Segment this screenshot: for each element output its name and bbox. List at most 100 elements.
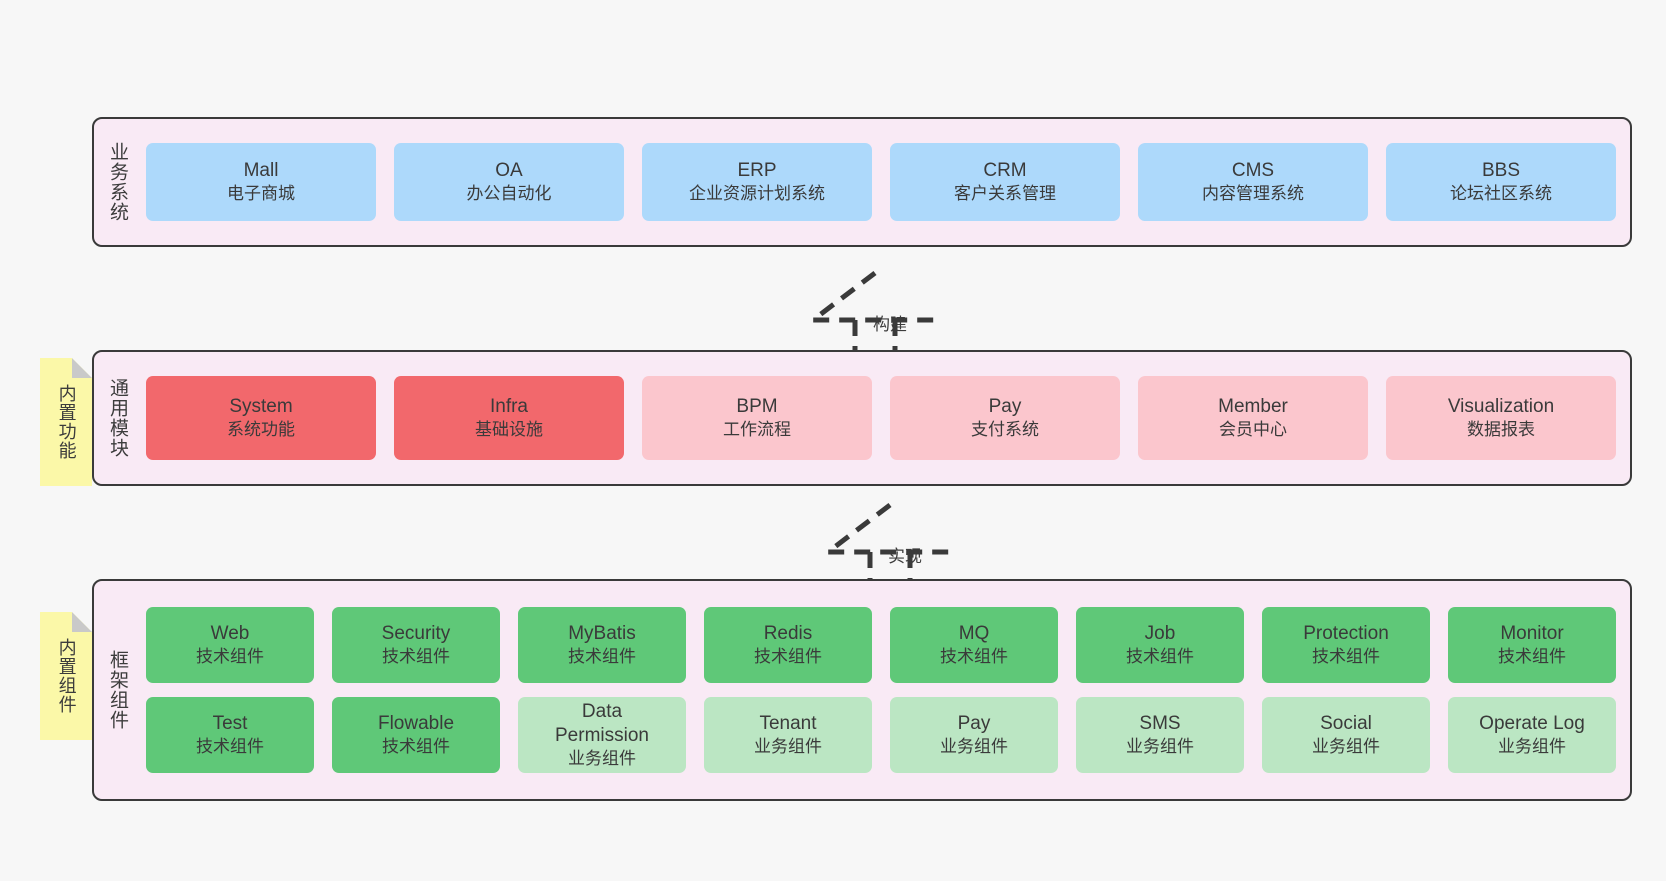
note-fold-icon xyxy=(72,612,92,632)
node-label-en: Pay xyxy=(988,396,1022,418)
node-pay-component[interactable]: Pay 业务组件 xyxy=(890,697,1058,773)
node-system[interactable]: System 系统功能 xyxy=(146,376,376,460)
node-label-cn: 业务组件 xyxy=(1312,737,1380,757)
layer-title-component: 框架组件 xyxy=(107,650,129,730)
node-label-cn: 业务组件 xyxy=(568,749,636,769)
node-oa[interactable]: OA 办公自动化 xyxy=(394,143,624,221)
layer-body-module: System 系统功能 Infra 基础设施 BPM 工作流程 Pay 支付系统… xyxy=(140,352,1630,484)
node-crm[interactable]: CRM 客户关系管理 xyxy=(890,143,1120,221)
node-pay-module[interactable]: Pay 支付系统 xyxy=(890,376,1120,460)
node-security[interactable]: Security 技术组件 xyxy=(332,607,500,683)
layer-framework-components: 框架组件 Web 技术组件 Security 技术组件 MyBatis 技术组件… xyxy=(92,579,1632,801)
node-label-en: Test xyxy=(212,713,248,735)
node-label-cn: 论坛社区系统 xyxy=(1450,184,1552,204)
node-sms[interactable]: SMS 业务组件 xyxy=(1076,697,1244,773)
note-builtin-components: 内置组件 xyxy=(40,612,92,740)
node-label-en: Data Permission xyxy=(555,701,649,747)
connector-implement-label: 实现 xyxy=(888,547,922,566)
node-label-cn: 企业资源计划系统 xyxy=(689,184,825,204)
layer-common-modules: 通用模块 System 系统功能 Infra 基础设施 BPM 工作流程 Pay… xyxy=(92,350,1632,486)
node-label-en: Flowable xyxy=(377,713,455,735)
node-visualization[interactable]: Visualization 数据报表 xyxy=(1386,376,1616,460)
node-mybatis[interactable]: MyBatis 技术组件 xyxy=(518,607,686,683)
node-label-en: MQ xyxy=(958,623,990,645)
node-label-cn: 业务组件 xyxy=(1498,737,1566,757)
node-label-cn: 系统功能 xyxy=(227,420,295,440)
node-operate-log[interactable]: Operate Log 业务组件 xyxy=(1448,697,1616,773)
node-tenant[interactable]: Tenant 业务组件 xyxy=(704,697,872,773)
node-label-cn: 技术组件 xyxy=(1126,647,1194,667)
layer-body-component: Web 技术组件 Security 技术组件 MyBatis 技术组件 Redi… xyxy=(140,581,1630,799)
node-label-cn: 数据报表 xyxy=(1467,420,1535,440)
node-label-cn: 技术组件 xyxy=(1498,647,1566,667)
node-erp[interactable]: ERP 企业资源计划系统 xyxy=(642,143,872,221)
node-mq[interactable]: MQ 技术组件 xyxy=(890,607,1058,683)
node-label-cn: 业务组件 xyxy=(940,737,1008,757)
node-label-cn: 会员中心 xyxy=(1219,420,1287,440)
node-label-en: MyBatis xyxy=(568,623,636,645)
node-label-en: ERP xyxy=(737,160,777,182)
node-redis[interactable]: Redis 技术组件 xyxy=(704,607,872,683)
node-label-en: Operate Log xyxy=(1479,713,1585,735)
node-row: System 系统功能 Infra 基础设施 BPM 工作流程 Pay 支付系统… xyxy=(146,376,1616,460)
node-label-cn: 技术组件 xyxy=(754,647,822,667)
node-label-cn: 客户关系管理 xyxy=(954,184,1056,204)
node-label-en: Security xyxy=(381,623,451,645)
node-job[interactable]: Job 技术组件 xyxy=(1076,607,1244,683)
node-label-en: Visualization xyxy=(1447,396,1555,418)
node-label-cn: 工作流程 xyxy=(723,420,791,440)
node-label-cn: 电子商城 xyxy=(227,184,295,204)
node-label-en: BPM xyxy=(736,396,778,418)
node-label-cn: 业务组件 xyxy=(1126,737,1194,757)
node-social[interactable]: Social 业务组件 xyxy=(1262,697,1430,773)
note-builtin-features: 内置功能 xyxy=(40,358,92,486)
layer-business-systems: 业务系统 Mall 电子商城 OA 办公自动化 ERP 企业资源计划系统 CRM… xyxy=(92,117,1632,247)
node-label-cn: 技术组件 xyxy=(382,647,450,667)
node-infra[interactable]: Infra 基础设施 xyxy=(394,376,624,460)
node-label-en: Redis xyxy=(763,623,813,645)
node-label-en: System xyxy=(229,396,293,418)
node-label-en: CMS xyxy=(1231,160,1275,182)
layer-title-business: 业务系统 xyxy=(107,142,129,222)
node-label-en: Protection xyxy=(1303,623,1389,645)
node-label-en: SMS xyxy=(1139,713,1181,735)
node-label-cn: 技术组件 xyxy=(568,647,636,667)
node-label-en: Web xyxy=(210,623,250,645)
node-label-en: Member xyxy=(1218,396,1288,418)
node-label-en: CRM xyxy=(983,160,1027,182)
note-label: 内置功能 xyxy=(56,384,77,460)
node-flowable[interactable]: Flowable 技术组件 xyxy=(332,697,500,773)
node-label-cn: 技术组件 xyxy=(196,647,264,667)
node-web[interactable]: Web 技术组件 xyxy=(146,607,314,683)
layer-body-business: Mall 电子商城 OA 办公自动化 ERP 企业资源计划系统 CRM 客户关系… xyxy=(140,119,1630,245)
node-label-cn: 技术组件 xyxy=(196,737,264,757)
connector-build-label: 构建 xyxy=(873,315,907,334)
node-label-cn: 基础设施 xyxy=(475,420,543,440)
node-label-cn: 技术组件 xyxy=(1312,647,1380,667)
node-label-cn: 技术组件 xyxy=(940,647,1008,667)
node-label-cn: 技术组件 xyxy=(382,737,450,757)
node-mall[interactable]: Mall 电子商城 xyxy=(146,143,376,221)
node-label-en: Pay xyxy=(957,713,991,735)
node-data-permission[interactable]: Data Permission 业务组件 xyxy=(518,697,686,773)
node-label-en: OA xyxy=(495,160,523,182)
node-label-en: Tenant xyxy=(759,713,817,735)
node-row: Web 技术组件 Security 技术组件 MyBatis 技术组件 Redi… xyxy=(146,607,1616,683)
node-monitor[interactable]: Monitor 技术组件 xyxy=(1448,607,1616,683)
layer-title-module: 通用模块 xyxy=(107,378,129,458)
node-label-en: Monitor xyxy=(1500,623,1564,645)
node-bbs[interactable]: BBS 论坛社区系统 xyxy=(1386,143,1616,221)
node-label-en: Infra xyxy=(489,396,529,418)
node-member[interactable]: Member 会员中心 xyxy=(1138,376,1368,460)
note-fold-icon xyxy=(72,358,92,378)
node-bpm[interactable]: BPM 工作流程 xyxy=(642,376,872,460)
node-label-en: Mall xyxy=(243,160,279,182)
note-label: 内置组件 xyxy=(56,638,77,714)
node-label-en: Job xyxy=(1144,623,1176,645)
node-cms[interactable]: CMS 内容管理系统 xyxy=(1138,143,1368,221)
connector-build: 构建 xyxy=(800,268,950,358)
node-test[interactable]: Test 技术组件 xyxy=(146,697,314,773)
node-protection[interactable]: Protection 技术组件 xyxy=(1262,607,1430,683)
node-label-cn: 办公自动化 xyxy=(466,184,552,204)
